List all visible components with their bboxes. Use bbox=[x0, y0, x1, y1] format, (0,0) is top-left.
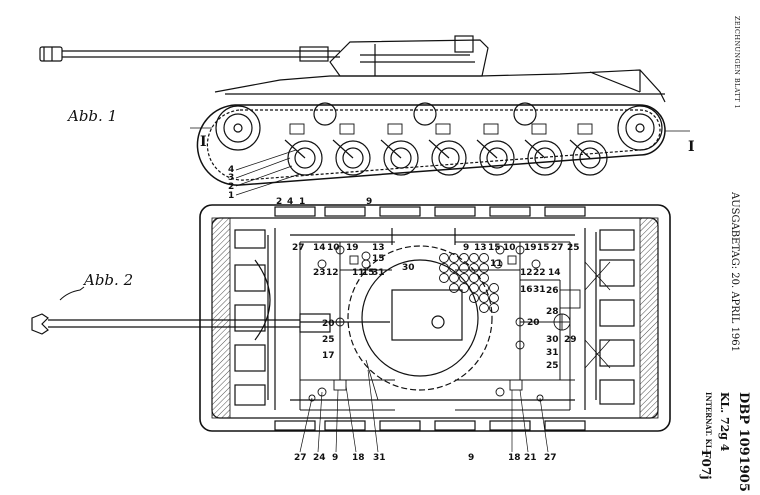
fig2-label: 31 bbox=[546, 348, 559, 358]
fig2-bottom-leaders bbox=[299, 369, 549, 453]
fig1-title: Abb. 1 bbox=[66, 107, 117, 125]
fig2-label: 27 bbox=[294, 453, 307, 463]
fig2-label: 15 bbox=[372, 254, 385, 264]
fig2-bottom-callouts: 27 24 9 18 31 9 18 21 27 bbox=[294, 453, 557, 463]
hull bbox=[214, 69, 666, 103]
fig2-label: 27 bbox=[544, 453, 557, 463]
fig2-label: 2 bbox=[276, 197, 282, 207]
fig1-section-right: I bbox=[688, 139, 695, 155]
fig2-label: 20 bbox=[527, 318, 540, 328]
fig2-label: 31 bbox=[372, 268, 385, 278]
intern-class-code: F07j bbox=[699, 450, 713, 480]
fig2-label: 16 bbox=[520, 285, 533, 295]
fig2-label: 31 bbox=[533, 285, 546, 295]
fig2-label: 24 bbox=[313, 453, 326, 463]
fig2-label: 15 bbox=[488, 243, 501, 253]
fig2-arrow-icon bbox=[59, 286, 85, 301]
sheet-label: ZEICHNUNGEN BLATT 1 bbox=[733, 16, 741, 110]
fig2-label: 13 bbox=[372, 243, 385, 253]
fig2-label: 30 bbox=[546, 335, 559, 345]
track bbox=[196, 104, 666, 186]
fig1-label: 4 bbox=[228, 165, 234, 175]
intern-class-label: INTERNAT. KL. bbox=[704, 392, 713, 453]
fig2-label: 12 bbox=[520, 268, 533, 278]
section-line-fig1 bbox=[190, 127, 690, 132]
fig2-label: 27 bbox=[292, 243, 305, 253]
fig2-label: 25 bbox=[546, 361, 559, 371]
piping-network bbox=[299, 241, 575, 411]
fig2-label: 19 bbox=[346, 243, 359, 253]
fig2-left-callouts: 27 14 10 19 13 15 23 12 11 15 31 30 20 2… bbox=[292, 243, 415, 361]
suspension-arms bbox=[289, 123, 593, 135]
patent-number: DBP 1091905 bbox=[736, 392, 751, 492]
fig2-label: 15 bbox=[537, 243, 550, 253]
fig2-label: 11 bbox=[352, 268, 365, 278]
issue-date: AUSGABETAG: 20. APRIL 1961 bbox=[729, 192, 740, 353]
fig2-label: 11 bbox=[490, 259, 503, 269]
valves bbox=[308, 245, 581, 402]
fig1-side-view bbox=[39, 35, 690, 196]
bottom-track-plates bbox=[274, 420, 586, 431]
fig2-label: 26 bbox=[546, 286, 559, 296]
top-track-plates bbox=[274, 206, 586, 217]
drive-sprocket bbox=[617, 105, 663, 151]
fig2-label: 18 bbox=[352, 453, 365, 463]
fig2-label: 30 bbox=[402, 263, 415, 273]
fig2-label: 4 bbox=[287, 197, 293, 207]
turret-ring bbox=[300, 245, 493, 391]
fig2-label: 12 bbox=[326, 268, 339, 278]
fig2-label: 23 bbox=[313, 268, 326, 278]
fig2-label: 15 bbox=[362, 268, 375, 278]
fig2-label: 28 bbox=[546, 307, 559, 317]
fig2-label: 9 bbox=[332, 453, 338, 463]
fig2-label: 29 bbox=[564, 335, 577, 345]
fig2-label: 14 bbox=[313, 243, 326, 253]
fig2-label: 9 bbox=[463, 243, 469, 253]
fig1-leaders bbox=[235, 149, 301, 196]
fig2-label: 9 bbox=[366, 197, 372, 207]
return-rollers bbox=[313, 102, 537, 126]
fig2-label: 19 bbox=[524, 243, 537, 253]
road-wheels bbox=[284, 139, 608, 176]
fig1-label: 3 bbox=[228, 173, 234, 183]
fig2-right-callouts: 9 13 15 10 19 15 27 25 11 12 22 14 16 31… bbox=[463, 243, 580, 371]
fig2-top-callouts: 2 4 1 9 bbox=[276, 197, 372, 207]
ammunition-rack bbox=[439, 253, 499, 313]
fig2-label: 9 bbox=[468, 453, 474, 463]
fig2-title: Abb. 2 bbox=[82, 271, 133, 289]
patent-class: KL. 72g 4 bbox=[718, 392, 731, 452]
right-engine-unit bbox=[584, 229, 635, 405]
fig1-section-left: I bbox=[200, 134, 207, 150]
fig2-label: 25 bbox=[567, 243, 580, 253]
turret bbox=[329, 39, 489, 77]
fig2-label: 13 bbox=[474, 243, 487, 253]
fig2-plan-view bbox=[31, 204, 671, 432]
fig2-label: 20 bbox=[322, 319, 335, 329]
fig1-label: 2 bbox=[228, 182, 234, 192]
fig2-label: 18 bbox=[508, 453, 521, 463]
idler-wheel bbox=[215, 105, 261, 151]
hull-outline bbox=[199, 204, 671, 432]
fig2-label: 25 bbox=[322, 335, 335, 345]
fig2-label: 27 bbox=[551, 243, 564, 253]
fig2-label: 14 bbox=[548, 268, 561, 278]
fig1-callouts: 4 3 2 1 bbox=[228, 165, 234, 201]
fig2-label: 10 bbox=[327, 243, 340, 253]
fig2-label: 22 bbox=[533, 268, 546, 278]
fig2-label: 10 bbox=[503, 243, 516, 253]
fig2-label: 31 bbox=[373, 453, 386, 463]
fig2-label: 21 bbox=[524, 453, 537, 463]
gun-barrel bbox=[39, 35, 474, 62]
left-drive-unit bbox=[234, 229, 271, 406]
fig2-label: 1 bbox=[299, 197, 305, 207]
fig1-label: 1 bbox=[228, 191, 234, 201]
fig2-label: 17 bbox=[322, 351, 335, 361]
gun-barrel-plan bbox=[31, 313, 331, 335]
